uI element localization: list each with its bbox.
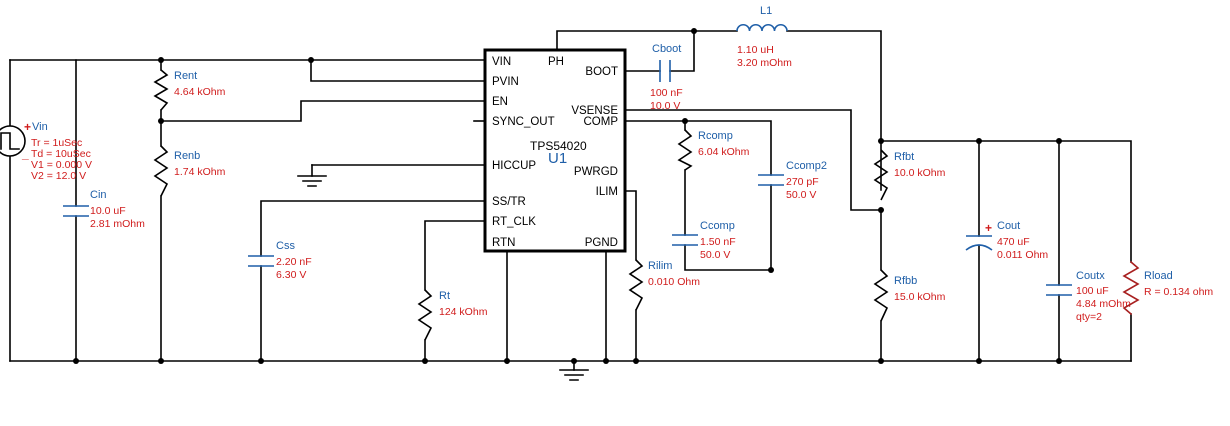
rt-ref: Rt xyxy=(439,290,450,302)
wires xyxy=(9,30,1132,362)
capacitor-cout[interactable]: + Cout 470 uF 0.011 Ohm xyxy=(965,220,1048,261)
pin-label: PGND xyxy=(585,237,618,249)
renb-value: 1.74 kOhm xyxy=(174,166,226,178)
renb-ref: Renb xyxy=(174,150,200,162)
rcomp-ref: Rcomp xyxy=(698,130,733,142)
rfbb-ref: Rfbb xyxy=(894,275,917,287)
pin-label: PWRGD xyxy=(574,166,618,178)
cboot-ref: Cboot xyxy=(652,43,681,55)
l1-value: 3.20 mOhm xyxy=(737,57,792,69)
capacitor-cin[interactable]: Cin 10.0 uF 2.81 mOhm xyxy=(63,189,145,230)
resistor-rt[interactable]: Rt 124 kOhm xyxy=(417,289,488,341)
pin-label: SS/TR xyxy=(492,196,526,208)
rt-value: 124 kOhm xyxy=(439,306,488,318)
minus-sign: _ xyxy=(21,147,29,161)
cboot-value: 100 nF xyxy=(650,87,683,99)
plus-sign: + xyxy=(985,221,992,235)
resistor-renb[interactable]: Renb 1.74 kOhm xyxy=(153,145,226,197)
ic-reference: U1 xyxy=(548,150,567,167)
pin-label: ILIM xyxy=(596,186,618,198)
rent-ref: Rent xyxy=(174,70,197,82)
ccomp2-value: 270 pF xyxy=(786,176,819,188)
pin-label: RTN xyxy=(492,237,515,249)
pin-label: SYNC_OUT xyxy=(492,116,555,128)
rfbt-value: 10.0 kOhm xyxy=(894,167,946,179)
pin-label: PH xyxy=(548,56,564,68)
ccomp-ref: Ccomp xyxy=(700,220,735,232)
cout-ref: Cout xyxy=(997,220,1020,232)
vin-param: Td = 10uSec xyxy=(31,148,91,160)
resistor-rload[interactable]: Rload R = 0.134 ohm xyxy=(1122,260,1213,316)
capacitor-ccomp[interactable]: Ccomp 1.50 nF 50.0 V xyxy=(672,220,736,261)
coutx-value: 100 uF xyxy=(1076,285,1109,297)
ground-icon xyxy=(297,175,327,187)
rent-value: 4.64 kOhm xyxy=(174,86,226,98)
ccomp-value: 1.50 nF xyxy=(700,236,736,248)
capacitor-css[interactable]: Css 2.20 nF 6.30 V xyxy=(248,240,312,281)
resistor-rcomp[interactable]: Rcomp 6.04 kOhm xyxy=(677,129,750,171)
vin-param: V1 = 0.000 V xyxy=(31,159,92,171)
pin-label: HICCUP xyxy=(492,160,536,172)
cin-ref: Cin xyxy=(90,189,107,201)
resistor-rfbt[interactable]: Rfbt 10.0 kOhm xyxy=(873,149,946,201)
vin-source[interactable]: + _ Vin Tr = 1uSec Td = 10uSec V1 = 0.00… xyxy=(0,120,92,182)
coutx-ref: Coutx xyxy=(1076,270,1105,282)
pin-label: VSENSE xyxy=(571,105,618,117)
plus-sign: + xyxy=(24,120,31,134)
pin-label: VIN xyxy=(492,56,511,68)
resistor-rfbb[interactable]: Rfbb 15.0 kOhm xyxy=(873,269,946,322)
rfbb-value: 15.0 kOhm xyxy=(894,291,946,303)
cin-value: 2.81 mOhm xyxy=(90,218,145,230)
ground-icon xyxy=(559,360,589,381)
vin-param: V2 = 12.0 V xyxy=(31,170,86,182)
rload-value: R = 0.134 ohm xyxy=(1144,286,1213,298)
css-value: 6.30 V xyxy=(276,269,306,281)
resistor-rent[interactable]: Rent 4.64 kOhm xyxy=(153,69,226,111)
pin-label: COMP xyxy=(584,116,619,128)
vin-ref: Vin xyxy=(32,121,48,133)
cout-value: 0.011 Ohm xyxy=(997,249,1048,261)
rilim-value: 0.010 Ohm xyxy=(648,276,700,288)
capacitor-ccomp2[interactable]: Ccomp2 270 pF 50.0 V xyxy=(758,160,827,201)
rcomp-value: 6.04 kOhm xyxy=(698,146,750,158)
rfbt-ref: Rfbt xyxy=(894,151,914,163)
junctions xyxy=(73,28,1062,364)
css-value: 2.20 nF xyxy=(276,256,312,268)
ic-u1[interactable]: VIN PVIN EN SYNC_OUT HICCUP SS/TR RT_CLK… xyxy=(483,48,627,253)
pin-label: BOOT xyxy=(585,66,618,78)
ic-part-number: TPS54020 xyxy=(530,139,587,153)
l1-ref: L1 xyxy=(760,5,772,17)
ccomp2-ref: Ccomp2 xyxy=(786,160,827,172)
coutx-value: qty=2 xyxy=(1076,311,1102,323)
resistor-rilim[interactable]: Rilim 0.010 Ohm xyxy=(628,259,700,311)
ccomp-value: 50.0 V xyxy=(700,249,730,261)
vin-param: Tr = 1uSec xyxy=(31,137,82,149)
cout-value: 470 uF xyxy=(997,236,1030,248)
capacitor-cboot[interactable]: Cboot 100 nF 10.0 V xyxy=(650,43,683,112)
inductor-l1[interactable]: L1 1.10 uH 3.20 mOhm xyxy=(736,5,792,69)
css-ref: Css xyxy=(276,240,295,252)
rilim-ref: Rilim xyxy=(648,260,672,272)
cin-value: 10.0 uF xyxy=(90,205,126,217)
ccomp2-value: 50.0 V xyxy=(786,189,816,201)
capacitor-coutx[interactable]: Coutx 100 uF 4.84 mOhm qty=2 xyxy=(1046,270,1131,323)
rload-ref: Rload xyxy=(1144,270,1173,282)
l1-value: 1.10 uH xyxy=(737,44,774,56)
cboot-value: 10.0 V xyxy=(650,100,680,112)
pin-label: EN xyxy=(492,96,508,108)
coutx-value: 4.84 mOhm xyxy=(1076,298,1131,310)
pin-label: RT_CLK xyxy=(492,216,536,228)
pin-label: PVIN xyxy=(492,76,519,88)
